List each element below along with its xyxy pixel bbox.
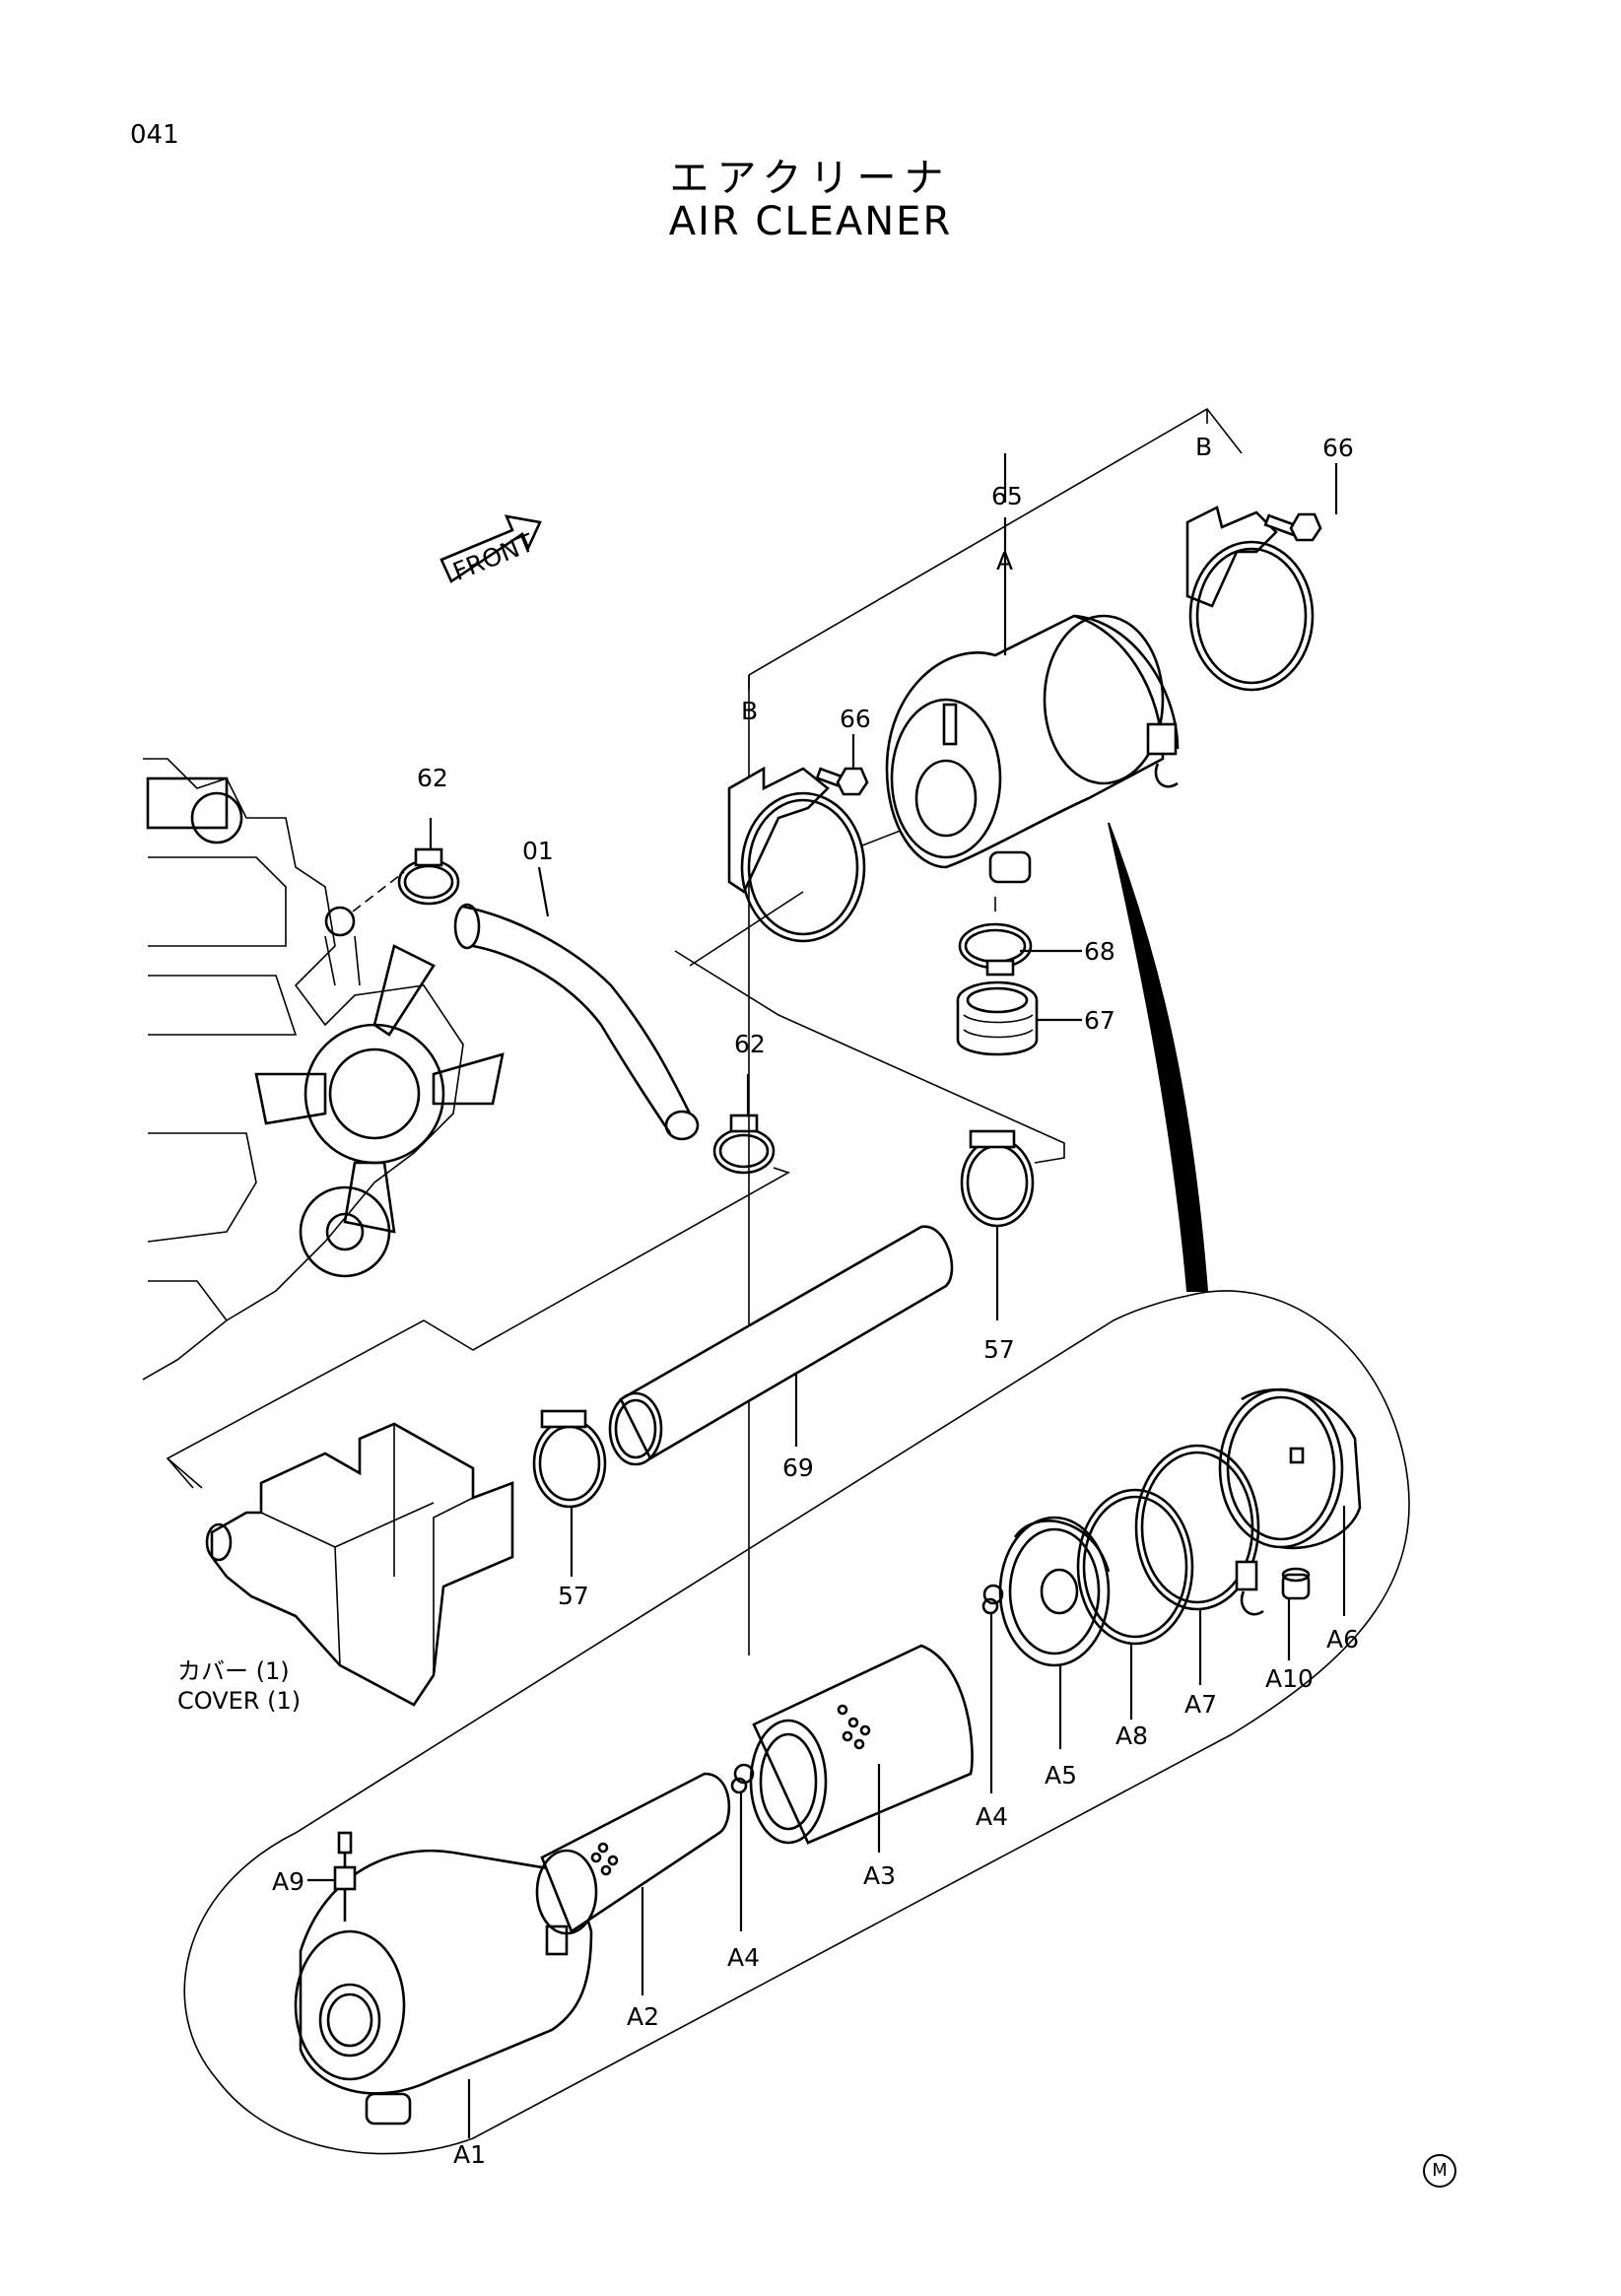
bolt-66-right xyxy=(1263,512,1322,542)
housing-a1 xyxy=(294,1849,593,2126)
detail-enclosure xyxy=(183,1290,1410,2155)
callout-69: 69 xyxy=(782,1453,814,1482)
page-number: 041 xyxy=(130,120,179,150)
bracket-b-right xyxy=(1185,506,1315,692)
callout-67: 67 xyxy=(1084,1006,1115,1035)
valve-a10 xyxy=(1281,1567,1311,1600)
hose-connector-67 xyxy=(956,980,1039,1056)
cover-part xyxy=(205,1422,514,1707)
callout-a5: A5 xyxy=(1045,1761,1077,1790)
callout-62-upper: 62 xyxy=(417,764,448,792)
callout-a2: A2 xyxy=(627,2002,659,2031)
callout-57-lower: 57 xyxy=(558,1582,589,1610)
detail-pointer xyxy=(1108,822,1209,1292)
band-clamp-a7 xyxy=(1134,1444,1264,1616)
air-cleaner-assembly xyxy=(885,614,1180,884)
hose-01 xyxy=(453,903,700,1141)
primary-element-a3 xyxy=(749,1644,974,1845)
corner-mark: M xyxy=(1423,2154,1456,2188)
clamp-57-lower xyxy=(532,1409,607,1509)
callout-62-lower: 62 xyxy=(734,1030,766,1058)
callout-a10: A10 xyxy=(1265,1664,1314,1693)
cover-label-english: COVER (1) xyxy=(177,1687,302,1715)
front-arrow-icon: FRONT xyxy=(439,514,542,586)
callout-b-left: B xyxy=(741,697,758,725)
bracket-b-left xyxy=(727,766,866,943)
callout-57-upper: 57 xyxy=(983,1335,1015,1364)
callout-68: 68 xyxy=(1084,937,1115,966)
gasket-a8 xyxy=(1076,1488,1194,1646)
callout-66-left: 66 xyxy=(840,705,871,733)
callout-01: 01 xyxy=(522,837,554,865)
clamp-62-upper xyxy=(397,847,460,906)
cover-label-japanese: カバー (1) xyxy=(177,1657,290,1685)
title-japanese: エアクリーナ xyxy=(669,156,952,201)
engine-drawing xyxy=(142,758,505,1381)
nut-a4-lower xyxy=(730,1763,755,1794)
callout-a6: A6 xyxy=(1326,1625,1359,1654)
cover-disc-a5 xyxy=(998,1516,1111,1667)
callout-a7: A7 xyxy=(1184,1690,1217,1719)
bolt-66-left xyxy=(815,767,869,796)
callout-a: A xyxy=(996,547,1013,575)
callout-b-right: B xyxy=(1195,433,1212,461)
callout-a3: A3 xyxy=(863,1861,896,1890)
callout-a4-upper: A4 xyxy=(976,1802,1008,1831)
callout-a1: A1 xyxy=(453,2140,486,2169)
indicator-a9 xyxy=(333,1831,357,1922)
safety-element-a2 xyxy=(535,1772,731,1935)
end-cap-a6 xyxy=(1218,1387,1362,1550)
clamp-62-lower xyxy=(712,1114,776,1175)
callout-a8: A8 xyxy=(1115,1722,1148,1750)
callout-a4-lower: A4 xyxy=(727,1943,760,1972)
clamp-57-upper xyxy=(960,1129,1035,1228)
callout-65: 65 xyxy=(991,482,1023,510)
pipe-69 xyxy=(608,1225,954,1466)
title-english: AIR CLEANER xyxy=(668,199,953,244)
clamp-ring-68 xyxy=(958,922,1033,977)
callout-66-right: 66 xyxy=(1322,434,1354,462)
callout-a9: A9 xyxy=(272,1867,304,1896)
